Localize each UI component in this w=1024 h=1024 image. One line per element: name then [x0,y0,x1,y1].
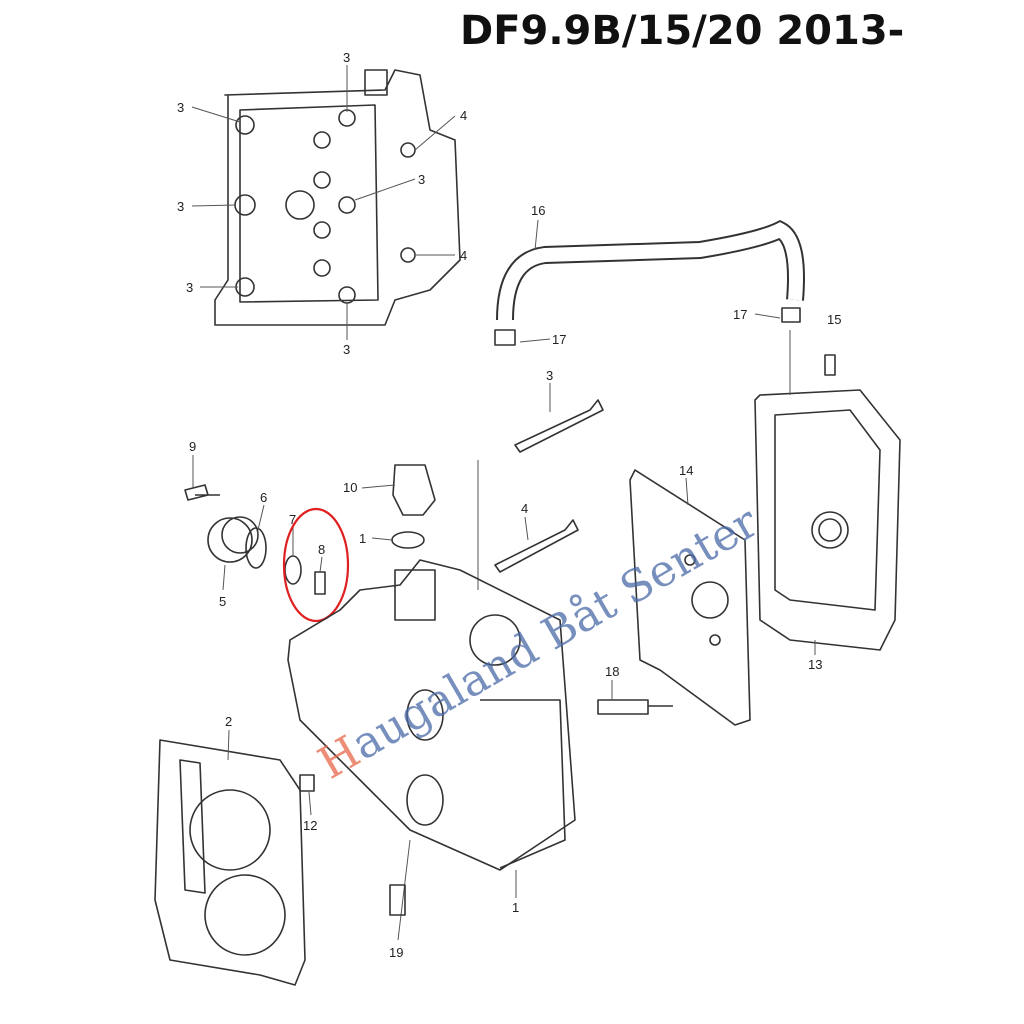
callout-label: 3 [186,280,193,295]
bolts [184,383,604,590]
callout-label: 3 [546,368,553,383]
callout-label: 4 [521,501,528,516]
callout-label: 17 [552,332,566,347]
callout-label: 13 [808,657,822,672]
callout-label: 4 [460,108,467,123]
callout-label: 3 [177,100,184,115]
callout-label: 1 [359,531,366,546]
svg-text:Haugaland Båt Senter: Haugaland Båt Senter [310,496,767,789]
callout-label: 15 [827,312,841,327]
callout-label: 1 [512,900,519,915]
callout-label: 12 [303,818,317,833]
callout-label: 3 [343,342,350,357]
callout-label: 10 [343,480,357,495]
breather-hose [494,219,805,346]
cylinder-head-cover [754,330,901,655]
callout-label: 19 [389,945,403,960]
callout-label: 9 [189,439,196,454]
callout-label: 18 [605,664,619,679]
callout-label: 8 [318,542,325,557]
callout-label: 7 [289,512,296,527]
callout-labels: 3 3 4 3 3 4 3 3 16 17 17 15 3 9 10 6 7 8… [177,50,841,960]
watermark-logo: Haugaland Båt Senter [310,496,767,789]
highlight-circle [282,507,350,623]
callout-label: 6 [260,490,267,505]
cylinder-head-top-view [191,65,461,340]
callout-label: 3 [343,50,350,65]
callout-label: 16 [531,203,545,218]
cover-gasket [629,469,751,726]
cylinder-head-main [287,559,673,941]
callout-label: 14 [679,463,693,478]
callout-label: 3 [177,199,184,214]
callout-label: 2 [225,714,232,729]
callout-label: 4 [460,248,467,263]
callout-label: 3 [418,172,425,187]
callout-label: 5 [219,594,226,609]
head-gasket [154,729,315,986]
model-title: DF9.9B/15/20 2013- [460,8,905,54]
callout-label: 17 [733,307,747,322]
small-parts [207,464,436,595]
